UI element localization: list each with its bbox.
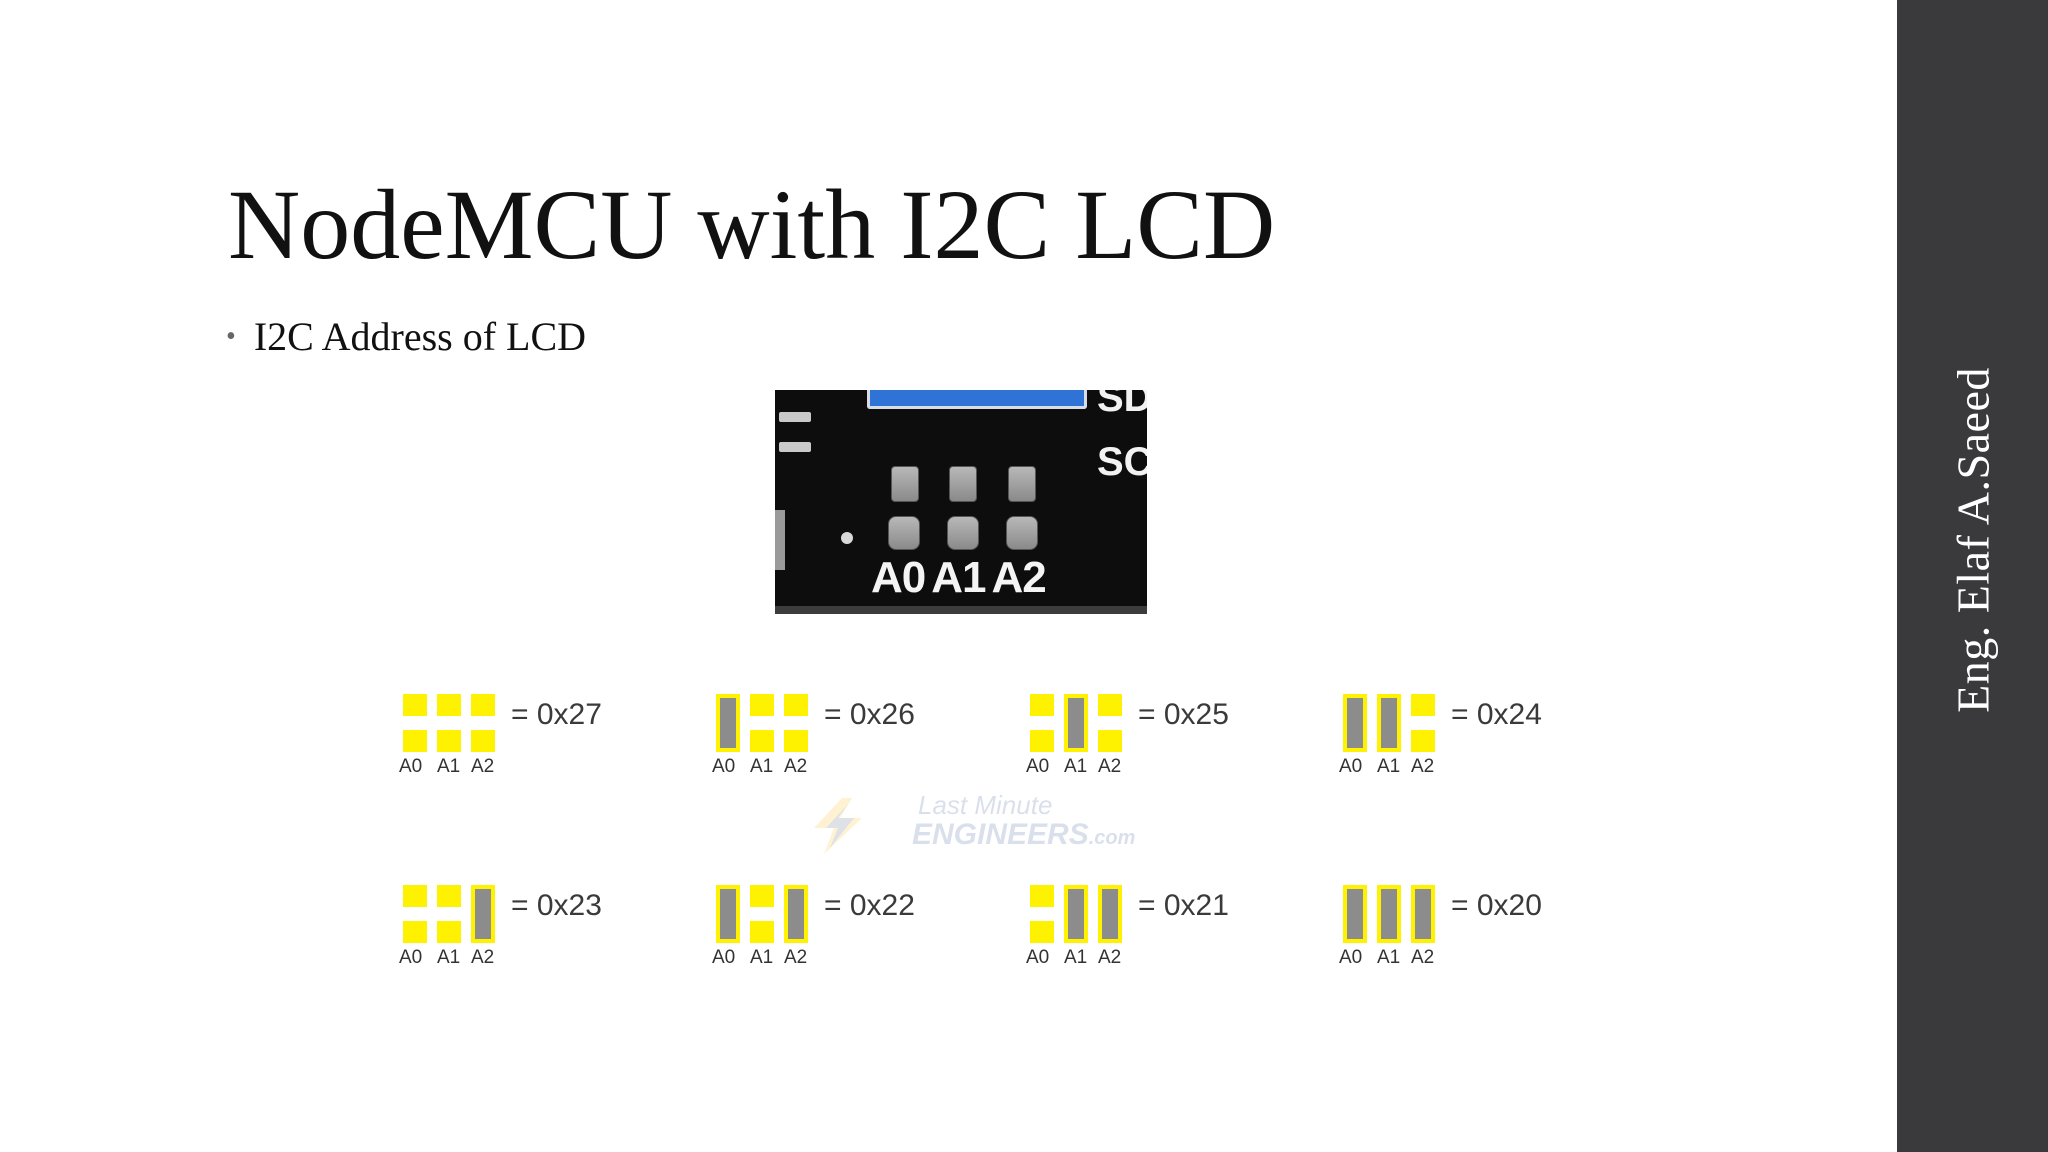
jumper-bridged (784, 885, 808, 943)
bullet-text: I2C Address of LCD (254, 313, 586, 360)
jumper-open (750, 885, 774, 943)
pcb-pad-a0-top (891, 466, 919, 502)
jumper-label: A1 (1064, 756, 1087, 778)
jumper-open (1030, 885, 1054, 943)
jumper-label: A2 (1098, 947, 1121, 969)
pcb-pad-a0-bottom (888, 516, 920, 550)
jumper-pads (1030, 885, 1125, 943)
jumper-pads (403, 694, 498, 752)
jumper-open (1098, 694, 1122, 752)
pcb-pad-labels: A0 A1 A2 (871, 553, 1046, 603)
bullet-item: • I2C Address of LCD (226, 313, 586, 360)
jumper-pads (1343, 694, 1438, 752)
address-value: = 0x20 (1451, 889, 1542, 923)
jumper-label: A1 (437, 756, 460, 778)
pcb-silkscreen-scl: SC (1097, 440, 1147, 485)
jumper-pads (716, 885, 811, 943)
jumper-bridged (716, 694, 740, 752)
pcb-potentiometer (867, 390, 1087, 409)
pcb-smd-component (779, 412, 811, 422)
jumper-bridged (1411, 885, 1435, 943)
jumper-label: A0 (712, 947, 735, 969)
pcb-pad-a1-top (949, 466, 977, 502)
jumper-open (471, 694, 495, 752)
jumper-pads (1343, 885, 1438, 943)
jumper-open (437, 694, 461, 752)
pcb-label-a2: A2 (992, 553, 1046, 603)
jumper-label: A1 (437, 947, 460, 969)
jumper-label: A0 (1339, 947, 1362, 969)
jumper-bridged (716, 885, 740, 943)
address-value: = 0x25 (1138, 698, 1229, 732)
jumper-label: A2 (784, 947, 807, 969)
jumper-bridged (1377, 885, 1401, 943)
jumper-bridged (1064, 885, 1088, 943)
pcb-smd-component (779, 442, 811, 452)
jumper-label: A1 (750, 947, 773, 969)
jumper-open (403, 885, 427, 943)
address-value: = 0x24 (1451, 698, 1542, 732)
address-value: = 0x26 (824, 698, 915, 732)
jumper-label: A0 (712, 756, 735, 778)
pcb-photo: SD SC A0 A1 A2 (775, 390, 1147, 614)
jumper-bridged (1098, 885, 1122, 943)
jumper-label: A0 (1026, 947, 1049, 969)
pcb-silkscreen-sda: SD (1097, 390, 1147, 421)
jumper-pads (403, 885, 498, 943)
jumper-label: A0 (399, 947, 422, 969)
pcb-pad-a2-top (1008, 466, 1036, 502)
jumper-label: A0 (1339, 756, 1362, 778)
pcb-label-a1: A1 (931, 553, 985, 603)
jumper-pads (716, 694, 811, 752)
address-value: = 0x21 (1138, 889, 1229, 923)
bullet-icon: • (226, 321, 236, 353)
jumper-open (784, 694, 808, 752)
jumper-bridged (1064, 694, 1088, 752)
address-value: = 0x27 (511, 698, 602, 732)
jumper-label: A2 (784, 756, 807, 778)
pcb-via (841, 532, 853, 544)
author-label: Eng. Elaf A.Saeed (1946, 367, 1999, 713)
jumper-label: A1 (1377, 756, 1400, 778)
pcb-edge-component (775, 510, 785, 570)
jumper-open (1411, 694, 1435, 752)
jumper-open (437, 885, 461, 943)
jumper-label: A0 (1026, 756, 1049, 778)
jumper-label: A1 (1377, 947, 1400, 969)
pcb-pad-a1-bottom (947, 516, 979, 550)
jumper-label: A2 (1411, 947, 1434, 969)
jumper-bridged (471, 885, 495, 943)
jumper-label: A2 (1098, 756, 1121, 778)
jumper-label: A2 (471, 756, 494, 778)
jumper-pads (1030, 694, 1125, 752)
jumper-label: A0 (399, 756, 422, 778)
address-value: = 0x23 (511, 889, 602, 923)
jumper-label: A2 (471, 947, 494, 969)
jumper-label: A1 (750, 756, 773, 778)
pcb-pad-a2-bottom (1006, 516, 1038, 550)
jumper-label: A1 (1064, 947, 1087, 969)
jumper-label: A2 (1411, 756, 1434, 778)
pcb-edge (775, 606, 1147, 614)
jumper-open (403, 694, 427, 752)
sidebar: Eng. Elaf A.Saeed (1897, 0, 2048, 1152)
slide-title: NodeMCU with I2C LCD (228, 165, 1275, 285)
jumper-bridged (1343, 694, 1367, 752)
pcb-label-a0: A0 (871, 553, 925, 603)
jumper-open (750, 694, 774, 752)
jumper-open (1030, 694, 1054, 752)
address-value: = 0x22 (824, 889, 915, 923)
jumper-bridged (1343, 885, 1367, 943)
jumper-bridged (1377, 694, 1401, 752)
